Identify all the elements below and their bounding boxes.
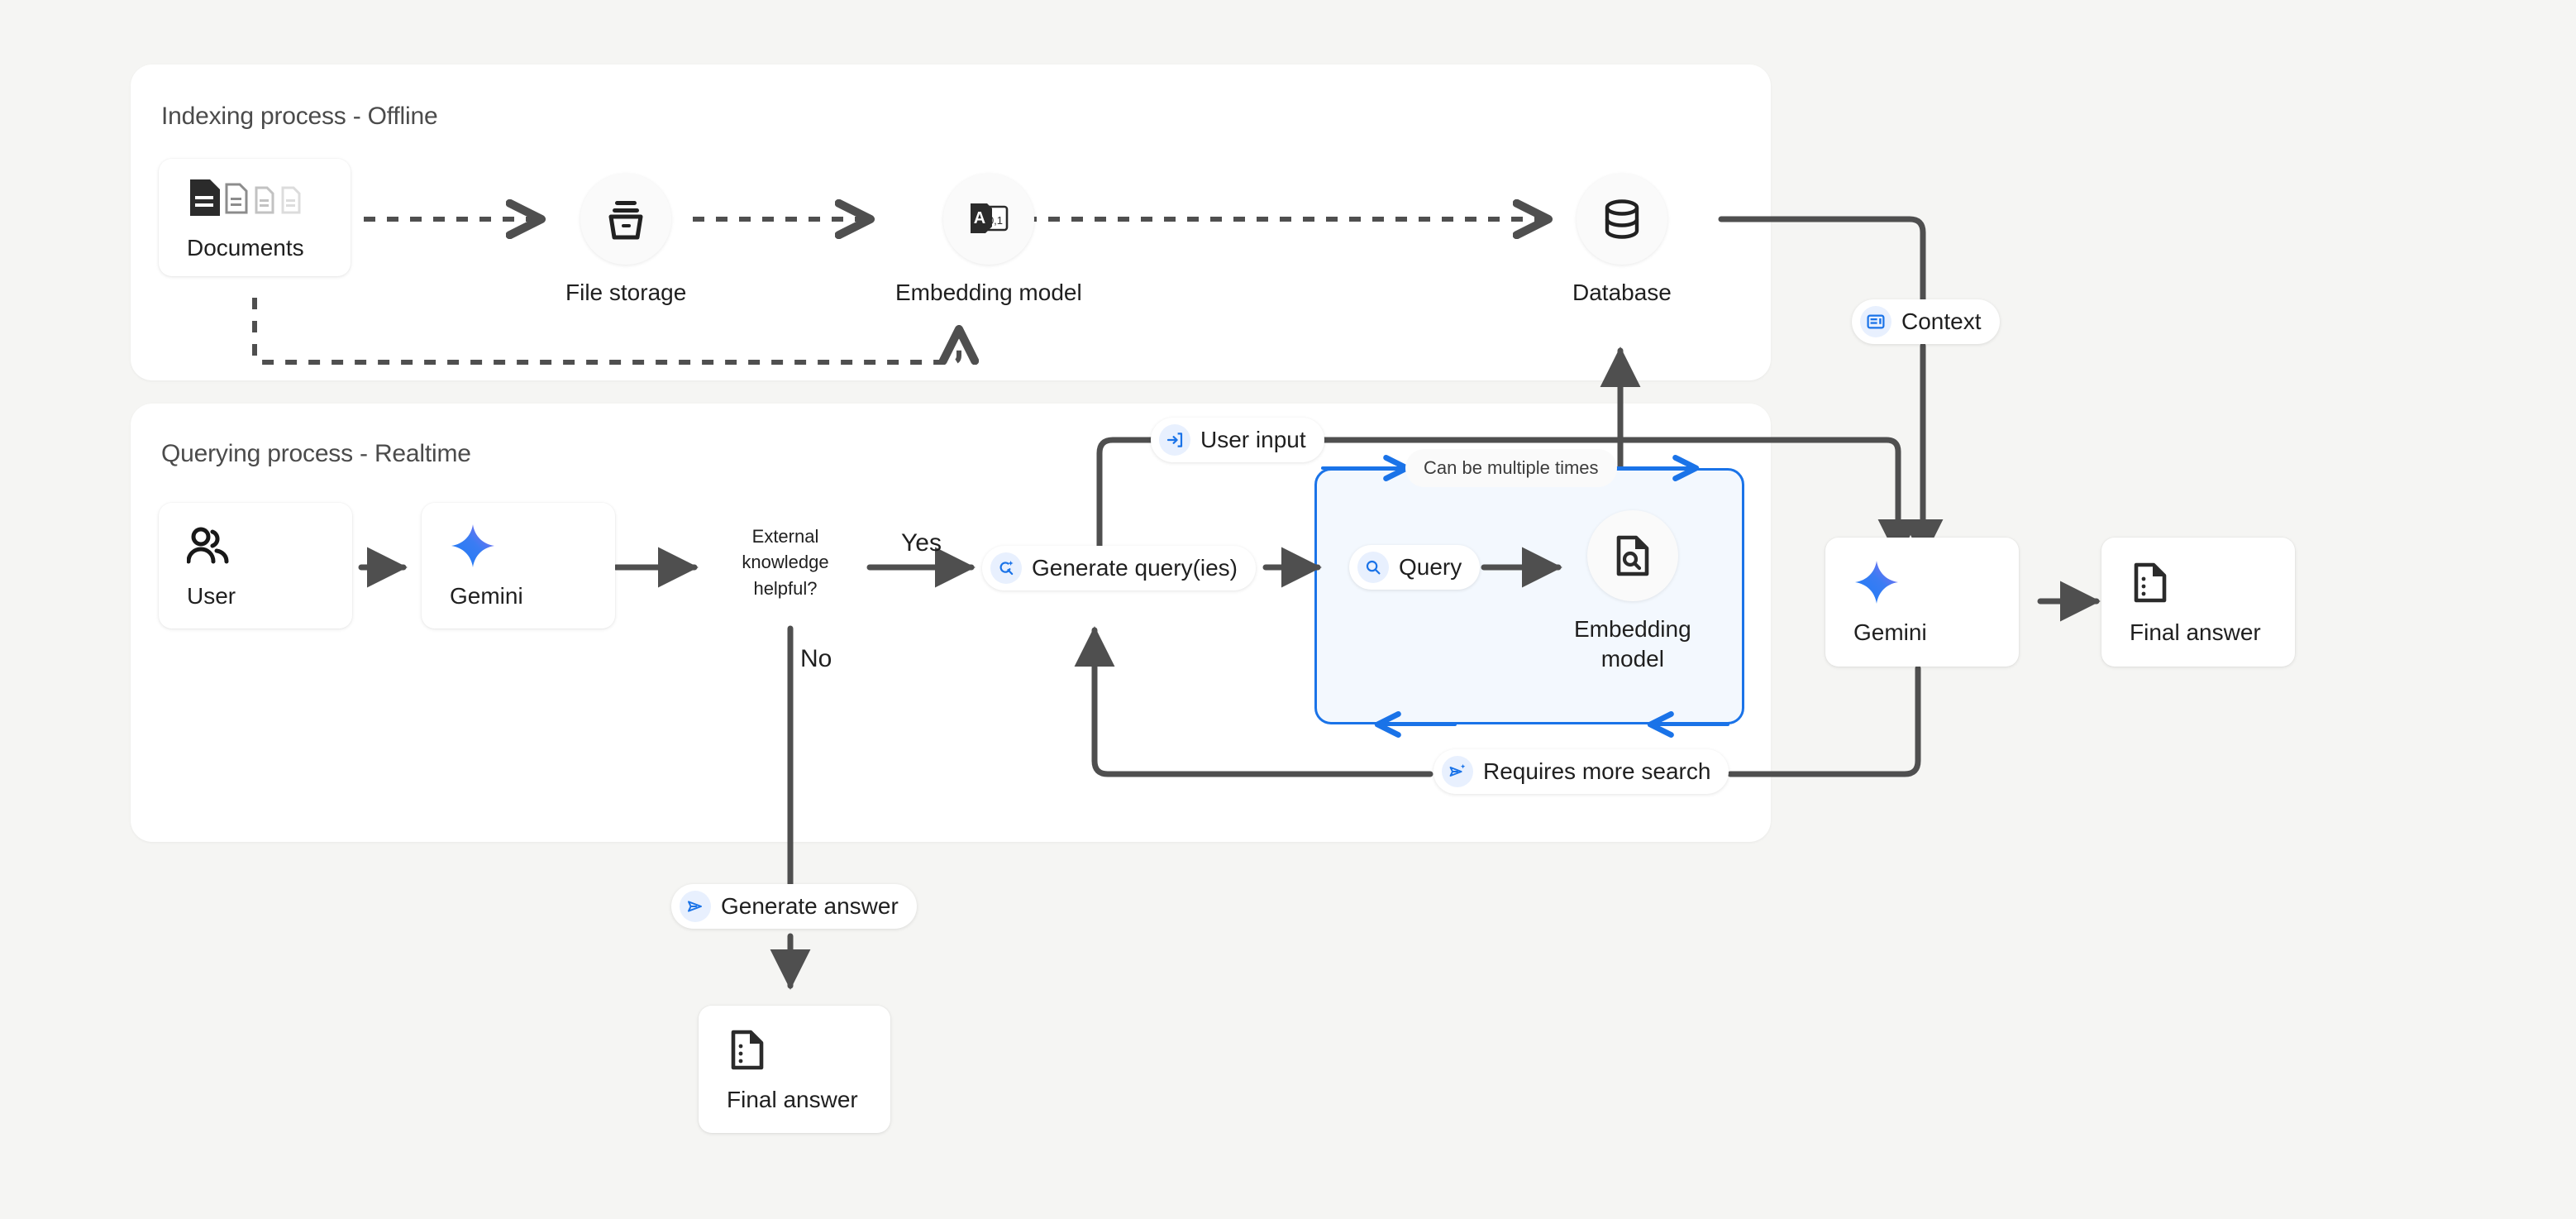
gemini-sparkle-icon [450, 522, 615, 570]
answer-doc-icon [727, 1025, 890, 1073]
panel-indexing-title: Indexing process - Offline [161, 103, 438, 130]
pill-requires-more-search-label: Requires more search [1483, 758, 1711, 784]
pill-context-label: Context [1901, 308, 1982, 334]
node-final-answer-bottom[interactable]: Final answer [699, 1006, 890, 1133]
pill-user-input-label: User input [1200, 427, 1306, 452]
pill-query-label: Query [1399, 554, 1462, 580]
panel-querying-title: Querying process - Realtime [161, 440, 471, 467]
input-arrow-icon [1159, 424, 1190, 456]
node-final-answer-right[interactable]: Final answer [2101, 538, 2295, 667]
node-database-label: Database [1572, 280, 1672, 305]
node-final-answer-bottom-label: Final answer [727, 1087, 858, 1112]
embedding-model-icon: 0,1 A [942, 174, 1034, 265]
edge-label-no: No [800, 645, 832, 672]
node-user-label: User [187, 583, 236, 609]
node-gemini-right-label: Gemini [1853, 619, 1927, 645]
file-storage-icon [580, 174, 672, 265]
documents-icon [187, 174, 351, 222]
gemini-sparkle-icon [1853, 558, 2019, 606]
node-embedding-model-query-label: Embedding model [1574, 616, 1691, 672]
node-gemini-right[interactable]: Gemini [1825, 538, 2019, 667]
decision-label: External knowledge helpful? [742, 526, 829, 599]
pill-query[interactable]: Query [1349, 545, 1481, 590]
pill-requires-more-search[interactable]: Requires more search [1433, 749, 1729, 794]
send-icon [680, 891, 711, 922]
database-icon [1576, 174, 1667, 265]
node-final-answer-right-label: Final answer [2130, 619, 2261, 645]
svg-text:A: A [974, 209, 985, 227]
node-documents-label: Documents [187, 235, 304, 261]
pill-context[interactable]: Context [1852, 299, 2000, 344]
node-decision-external-knowledge[interactable]: External knowledge helpful? [704, 500, 866, 625]
pill-generate-answer[interactable]: Generate answer [671, 884, 917, 929]
pill-user-input[interactable]: User input [1151, 418, 1324, 462]
edge-label-yes: Yes [901, 529, 942, 557]
node-gemini-left-label: Gemini [450, 583, 523, 609]
node-embedding-model-label: Embedding model [895, 280, 1082, 305]
node-user[interactable]: User [159, 503, 352, 629]
pill-can-be-multiple-times: Can be multiple times [1405, 449, 1617, 487]
node-embedding-model-query[interactable]: Embedding model [1574, 510, 1691, 674]
pill-generate-queries-label: Generate query(ies) [1032, 555, 1238, 581]
node-file-storage[interactable]: File storage [565, 174, 686, 308]
answer-doc-icon [2130, 558, 2295, 606]
search-spark-icon [990, 552, 1022, 584]
search-icon [1357, 552, 1389, 583]
user-icon [187, 522, 352, 570]
pill-generate-queries[interactable]: Generate query(ies) [982, 546, 1257, 590]
node-file-storage-label: File storage [565, 280, 687, 305]
context-panel-icon [1860, 306, 1891, 337]
node-gemini-left[interactable]: Gemini [422, 503, 615, 629]
send-spark-icon [1442, 756, 1473, 787]
node-database[interactable]: Database [1572, 174, 1672, 308]
node-documents[interactable]: Documents [159, 159, 351, 276]
document-search-icon [1586, 510, 1678, 601]
pill-generate-answer-label: Generate answer [721, 893, 899, 919]
node-embedding-model[interactable]: 0,1 A Embedding model [895, 174, 1082, 308]
